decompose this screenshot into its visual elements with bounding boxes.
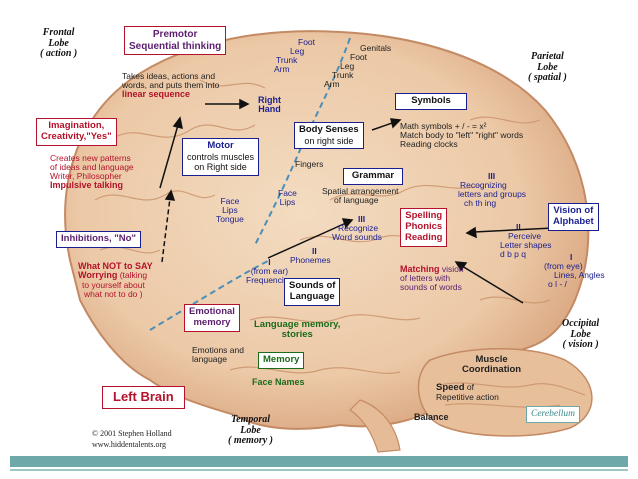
cerebellum-box: Cerebellum	[526, 406, 580, 423]
eye-lines-angles: I (from eye) Lines, Angles o l - /	[544, 252, 605, 289]
brainstem-shape	[349, 399, 401, 453]
footer-accent-bar	[10, 456, 628, 467]
perceive-letter-shapes: II Perceive Letter shapes d b p q	[500, 222, 552, 259]
speed-label: Speed of Repetitive action	[436, 382, 499, 402]
fingers-label: Fingers	[295, 159, 324, 169]
symbols-box: Symbols	[395, 93, 467, 110]
inhibitions-description: What NOT to SAY Worrying (talking to you…	[78, 261, 153, 299]
hearing-frequencies: I (from ear) Frequencies	[246, 257, 293, 285]
imagination-box: Imagination,Creativity,"Yes"	[36, 118, 117, 146]
language-memory-label: Language memory,stories	[254, 319, 341, 340]
recognizing-letters: III Recognizing letters and groups ch th…	[458, 171, 527, 208]
motor-body-parts: Foot Leg Trunk Arm	[274, 37, 316, 74]
body-senses-box: Body Senses on right side	[294, 122, 364, 150]
sensory-body-parts: Genitals Foot Leg Trunk Arm	[324, 43, 392, 89]
balance-label: Balance	[414, 412, 449, 422]
left-brain-title: Left Brain	[102, 386, 185, 409]
memory-box: Memory	[258, 352, 305, 369]
central-sulcus	[254, 37, 351, 246]
gyri-lines	[94, 79, 586, 408]
face-names-label: Face Names	[252, 377, 305, 387]
inhibitions-box: Inhibitions, "No"	[56, 231, 141, 248]
phonemes-label: II Phonemes	[290, 246, 331, 265]
arrows	[159, 98, 554, 304]
grammar-box: Grammar	[343, 168, 403, 185]
matching-description: Matching vision of letters with sounds o…	[400, 264, 464, 293]
recognize-word-sounds: III Recognize Word sounds	[332, 214, 382, 242]
footer-accent-line	[10, 469, 628, 471]
